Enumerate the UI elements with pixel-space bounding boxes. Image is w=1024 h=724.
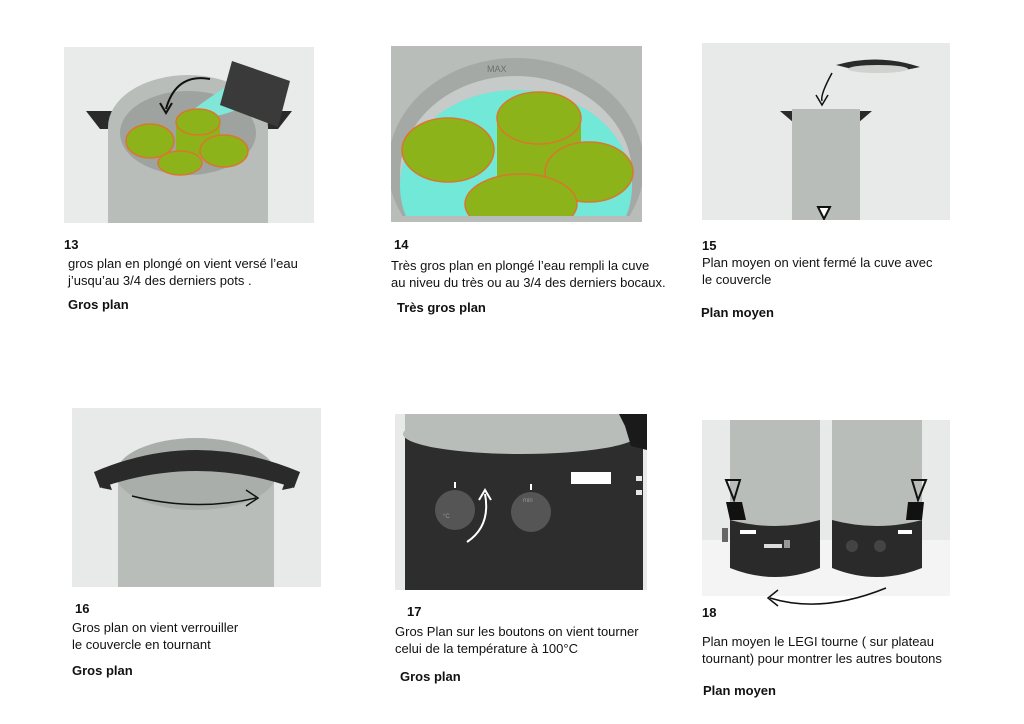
panel-13-illustration — [64, 47, 314, 223]
panel-13-number: 13 — [64, 237, 79, 252]
panel-17-shot-type: Gros plan — [400, 669, 461, 684]
timer-knob-label: min — [523, 498, 533, 504]
panel-18-illustration — [702, 420, 950, 610]
temperature-knob-label: °C — [443, 514, 450, 520]
panel-15-number: 15 — [702, 238, 717, 253]
panel-15-shot-type: Plan moyen — [701, 305, 774, 320]
timer-knob — [511, 492, 551, 532]
pot-max-label: MAX — [487, 64, 507, 74]
panel-13-shot-type: Gros plan — [68, 297, 129, 312]
panel-15-illustration — [702, 43, 950, 220]
panel-18-shot-type: Plan moyen — [703, 683, 776, 698]
panel-14-illustration: MAX — [391, 46, 642, 222]
panel-17-caption: Gros Plan sur les boutons on vient tourn… — [395, 624, 639, 656]
panel-18-caption: Plan moyen le LEGI tourne ( sur plateau … — [702, 634, 942, 666]
panel-14-number: 14 — [394, 237, 409, 252]
temperature-knob — [435, 490, 475, 530]
panel-16-caption: Gros plan on vient verrouiller le couver… — [72, 620, 239, 652]
panel-17-illustration: °C min — [395, 414, 647, 590]
panel-17-number: 17 — [407, 604, 422, 619]
panel-16-number: 16 — [75, 601, 90, 616]
panel-14-caption: Très gros plan en plongé l’eau rempli la… — [391, 258, 666, 290]
panel-13-caption: gros plan en plongé on vient versé l’eau… — [68, 256, 298, 288]
panel-14-shot-type: Très gros plan — [397, 300, 486, 315]
panel-16-illustration — [72, 408, 321, 587]
panel-18-number: 18 — [702, 605, 717, 620]
panel-16-shot-type: Gros plan — [72, 663, 133, 678]
panel-15-caption: Plan moyen on vient fermé la cuve avec l… — [702, 255, 933, 287]
